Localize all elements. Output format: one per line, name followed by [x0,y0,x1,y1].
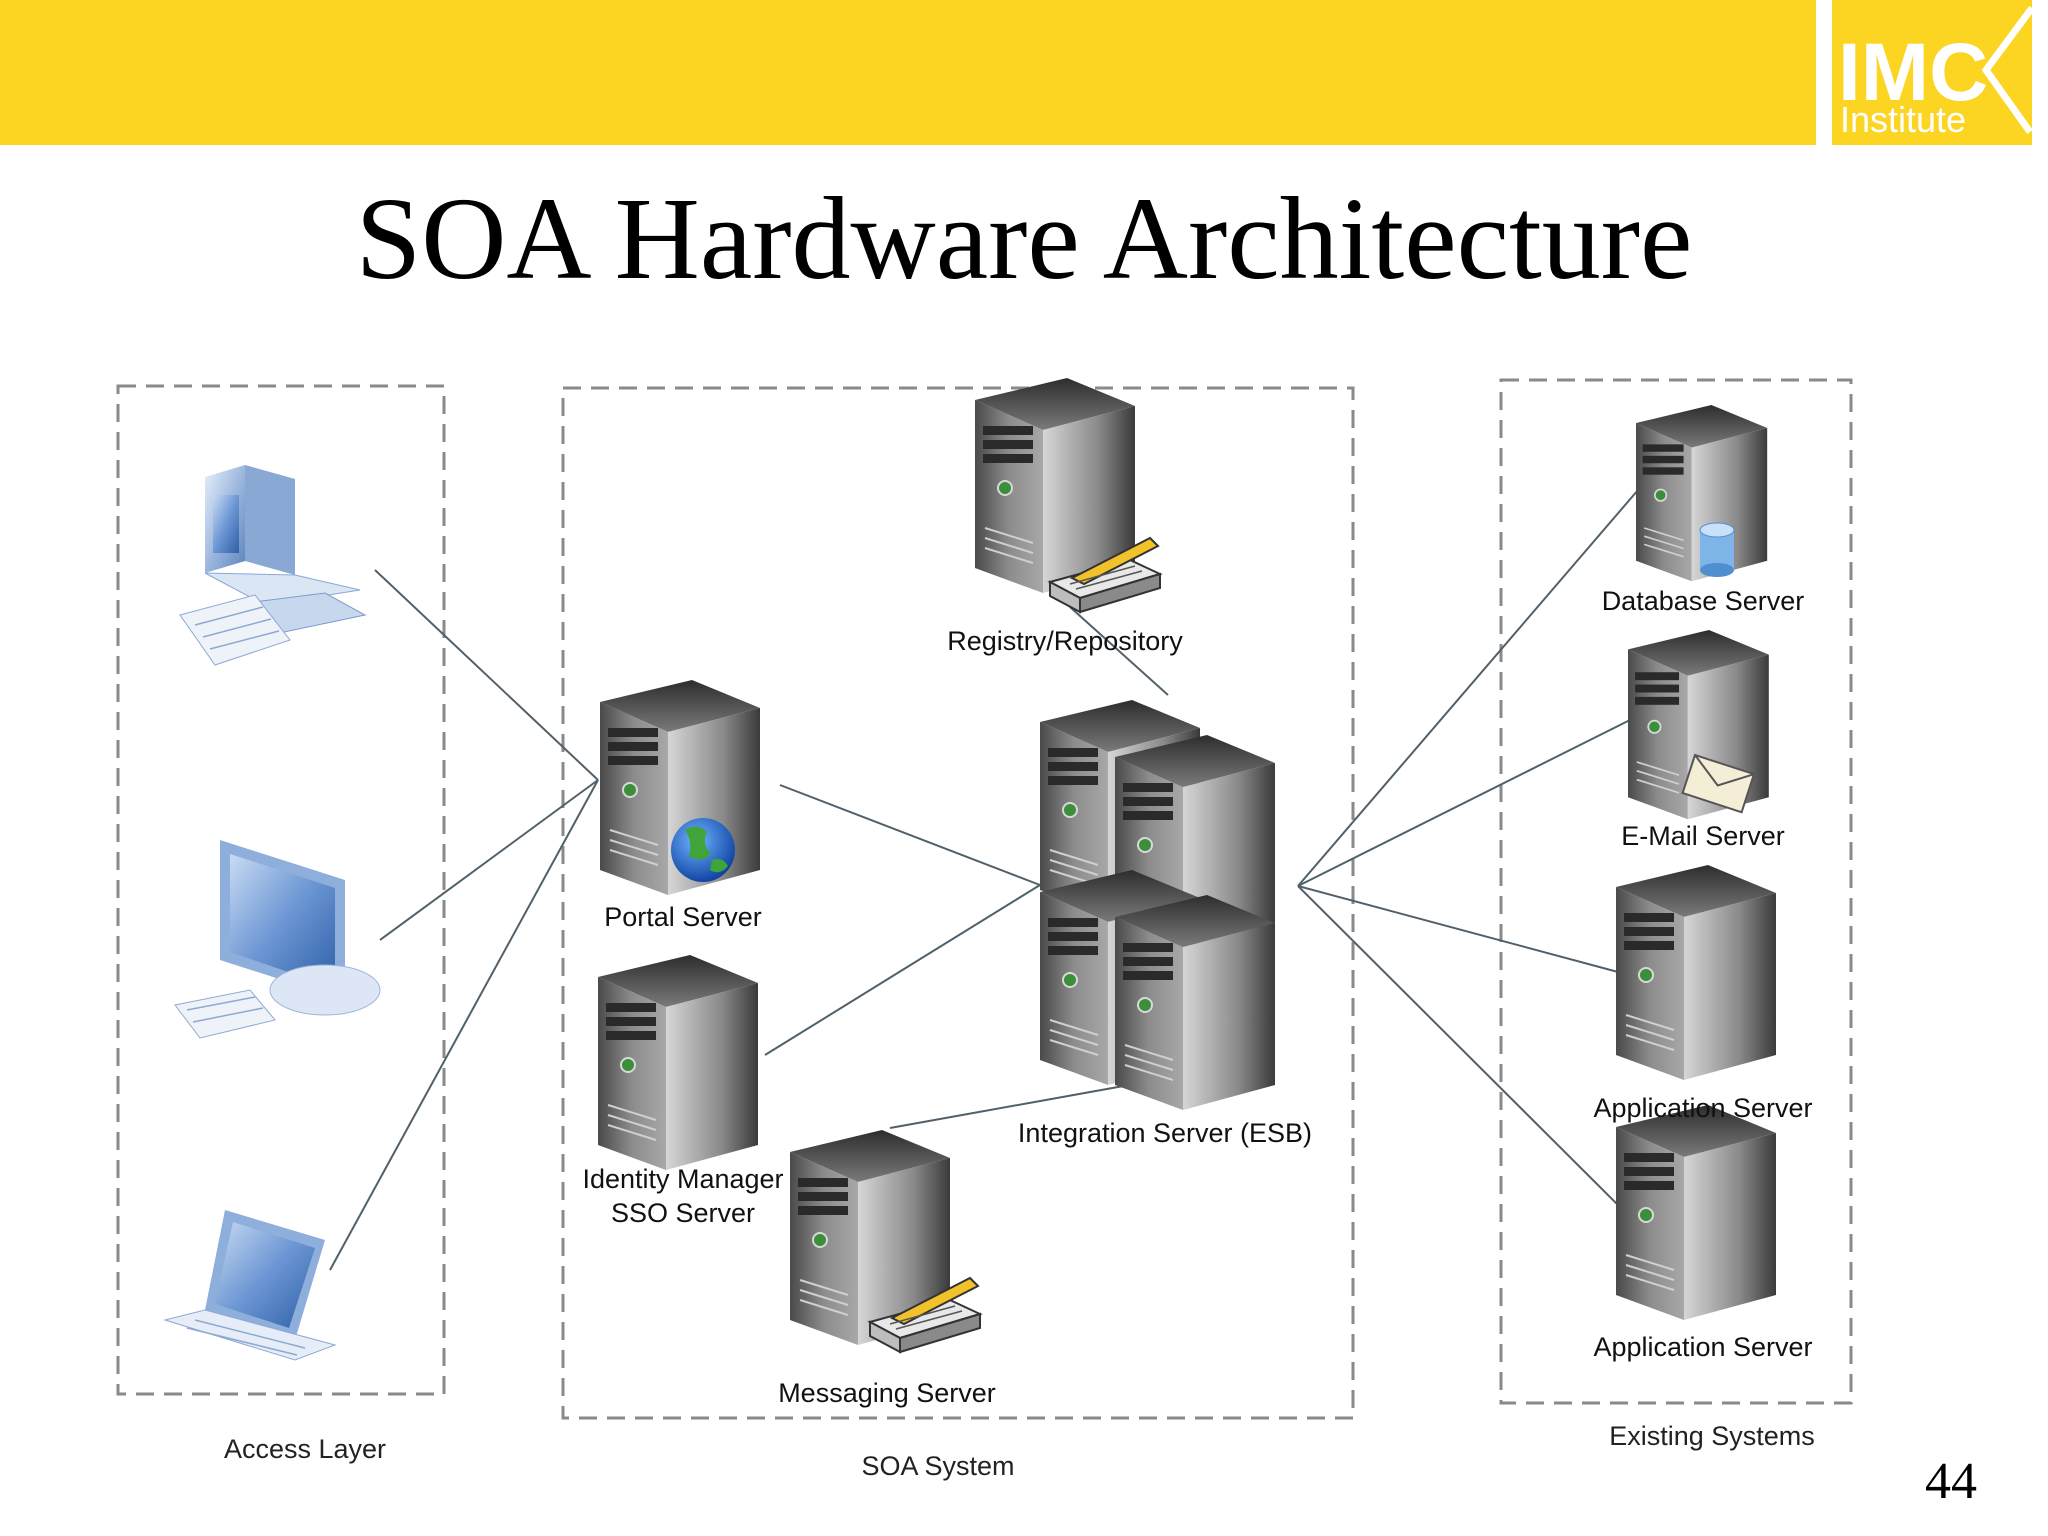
application-server-1-label: Application Server [1593,1093,1812,1123]
imc-logo: IMC Institute [1816,0,2048,145]
desktop-computer-icon [179,465,367,666]
integration-server-cluster [1039,699,1276,1111]
connection-lines [329,489,1639,1271]
svg-text:IMC: IMC [1838,27,1988,118]
portal-server-label: Portal Server [604,902,762,932]
header-banner [0,0,1816,145]
svg-text:Institute: Institute [1840,99,1966,140]
envelope-icon [1681,753,1756,814]
email-server [1627,629,1770,821]
database-server-label: Database Server [1602,586,1805,616]
access-layer-label: Access Layer [224,1434,386,1464]
flat-monitor-icon [174,840,381,1039]
registry-repository-server [974,377,1161,613]
soa-system-zone [561,386,1355,1420]
slide-title: SOA Hardware Architecture [355,173,1693,304]
page-number: 44 [1925,1453,1977,1510]
application-server-2 [1615,1104,1777,1321]
access-layer-zone [116,384,446,1396]
portal-server [599,679,761,896]
registry-repository-label: Registry/Repository [947,626,1183,656]
messaging-server-label: Messaging Server [778,1378,996,1408]
laptop-icon [163,1210,337,1361]
application-server-1 [1615,864,1777,1081]
integration-server-label: Integration Server (ESB) [1018,1118,1312,1148]
sso-server-label: SSO Server [611,1198,755,1228]
soa-system-label: SOA System [861,1451,1014,1481]
existing-systems-zone [1499,378,1853,1405]
application-server-2-label: Application Server [1593,1332,1812,1362]
identity-manager-label: Identity Manager [582,1164,783,1194]
database-cylinder-icon [1699,522,1735,577]
globe-icon [671,818,735,882]
email-server-label: E-Mail Server [1621,821,1785,851]
messaging-server [789,1129,981,1353]
database-server [1635,404,1769,583]
existing-systems-label: Existing Systems [1609,1421,1815,1451]
identity-manager-server [597,954,759,1171]
